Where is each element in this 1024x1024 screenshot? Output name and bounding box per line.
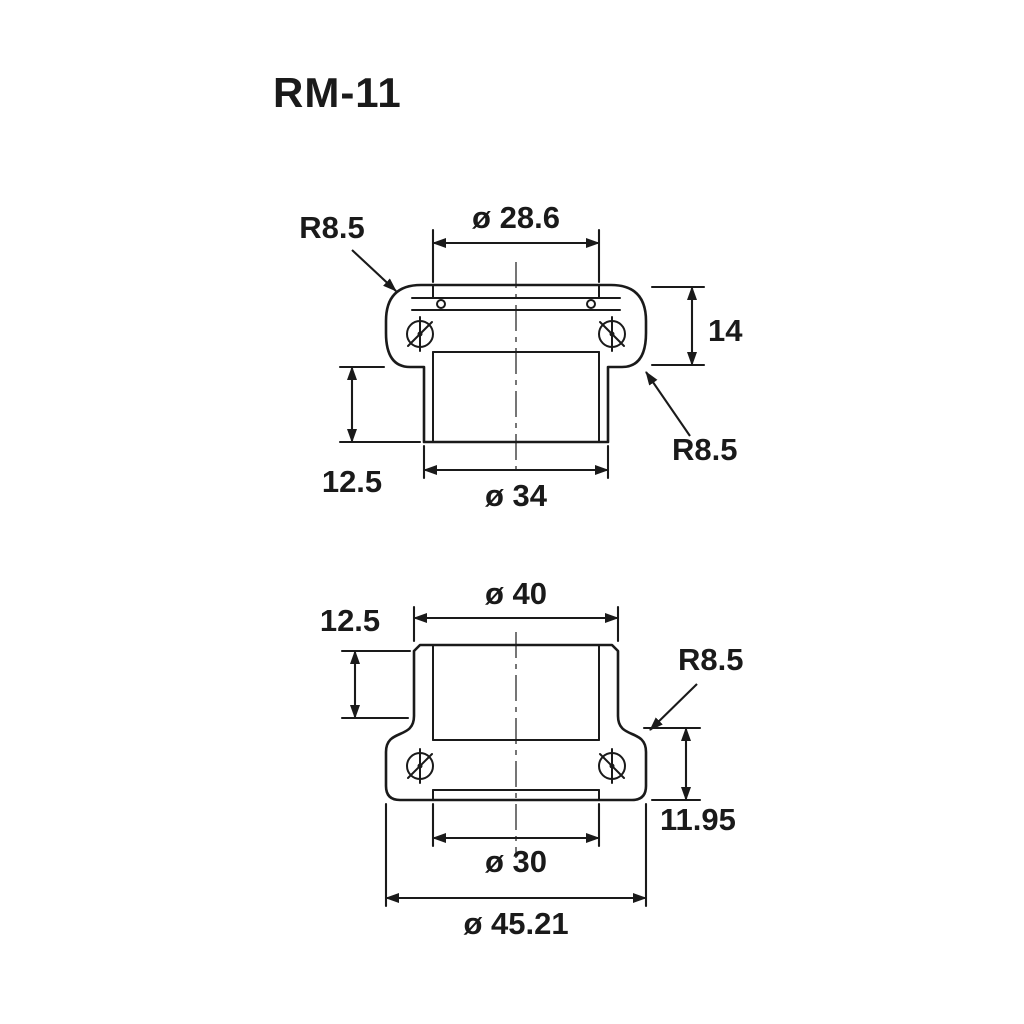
dimension-diameter-bottom: ø 34 (422, 444, 610, 513)
bottom-view: ø 40 12.5 R8.5 11.95 ø 30 (320, 576, 744, 941)
upper-cup-interior (411, 284, 621, 443)
ball-center-dot (417, 331, 423, 337)
dimension-diameter-inner: ø 30 (431, 802, 601, 879)
bearing-ball-left (406, 316, 434, 352)
dimension-label: ø 34 (485, 478, 548, 513)
ball-center-dot (417, 763, 423, 769)
bearing-ball-right (598, 748, 626, 784)
leader-arrow (645, 371, 691, 437)
upper-cup-outline (384, 283, 648, 444)
seal-ring-section (586, 299, 596, 309)
radius-callout-right: R8.5 (649, 642, 743, 731)
seal-ring-section (436, 299, 446, 309)
leader-arrow (351, 249, 397, 292)
dimension-label: 12.5 (320, 603, 380, 638)
dimension-label: ø 28.6 (472, 200, 560, 235)
ball-center-dot (609, 763, 615, 769)
radius-label: R8.5 (672, 432, 737, 467)
dimension-height-left: 12.5 (322, 365, 422, 499)
dimension-label: ø 45.21 (463, 906, 568, 941)
dimension-label: ø 40 (485, 576, 547, 611)
lower-cup-interior (432, 644, 600, 801)
bearing-ball-right (598, 316, 626, 352)
dimension-label: ø 30 (485, 844, 547, 879)
top-view: ø 28.6 R8.5 14 R8.5 12.5 (299, 200, 743, 513)
dimension-diameter-outer: ø 45.21 (384, 802, 648, 941)
part-number-title: RM-11 (273, 69, 402, 116)
radius-callout-bottom-right: R8.5 (645, 371, 737, 467)
ball-center-dot (609, 331, 615, 337)
dimension-height-left: 12.5 (320, 603, 412, 720)
radius-callout-top-left: R8.5 (299, 210, 397, 292)
dimension-label: 11.95 (660, 802, 736, 837)
radius-label: R8.5 (299, 210, 364, 245)
dimension-diameter-top: ø 40 (412, 576, 620, 643)
leader-arrow (649, 683, 698, 731)
dimension-height-right: 11.95 (642, 726, 736, 837)
lower-cup-outline (384, 643, 648, 802)
bearing-ball-left (406, 748, 434, 784)
radius-label: R8.5 (678, 642, 743, 677)
dimension-diameter-top: ø 28.6 (431, 200, 601, 284)
dimension-label: 14 (708, 313, 743, 348)
dimension-height-right: 14 (650, 285, 743, 367)
dimension-label: 12.5 (322, 464, 382, 499)
